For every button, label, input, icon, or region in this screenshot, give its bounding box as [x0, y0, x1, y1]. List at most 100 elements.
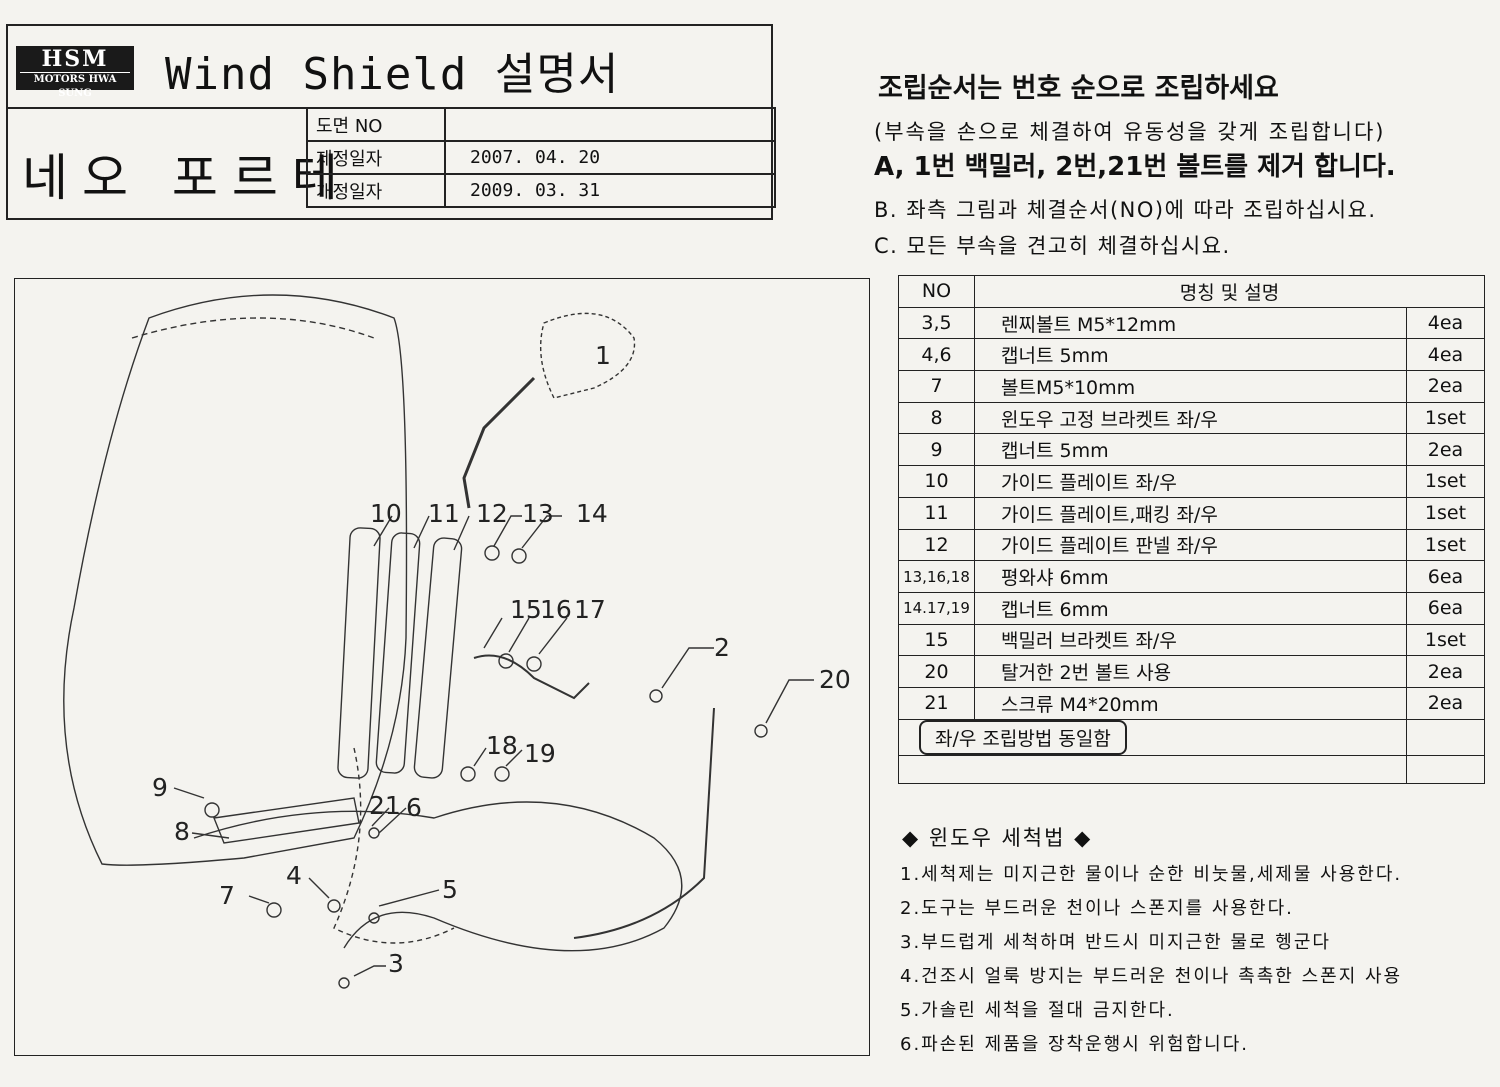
instruction-step-a: A, 1번 백밀러, 2번,21번 볼트를 제거 합니다. — [874, 152, 1396, 182]
capnut-9 — [204, 802, 220, 818]
meta-row: 개정일자 2009. 03. 31 — [306, 173, 776, 208]
part-qty: 1set — [1406, 623, 1485, 657]
empty-cell — [1406, 754, 1485, 784]
leader-17 — [538, 617, 568, 655]
capnut-19 — [494, 766, 510, 782]
part-qty: 4ea — [1406, 338, 1485, 372]
windshield-outline — [63, 294, 408, 866]
instruction-step-b: B. 좌측 그림과 체결순서(NO)에 따라 조립하십시요. — [874, 198, 1377, 222]
part-no: 14.17,19 — [898, 591, 975, 625]
leader-13 — [493, 515, 522, 547]
callout-18: 18 — [486, 731, 518, 760]
meta-label: 개정일자 — [306, 173, 446, 208]
logo-main-text: HSM — [41, 46, 109, 72]
part-no: 15 — [898, 623, 975, 657]
part-name: 백밀러 브라켓트 좌/우 — [974, 623, 1407, 657]
leader-6 — [378, 807, 407, 834]
guide-plate-12 — [413, 537, 463, 779]
callout-14: 14 — [576, 499, 608, 528]
diagram-frame — [14, 278, 870, 1056]
fixing-bracket-8 — [213, 797, 360, 844]
callout-13: 13 — [522, 499, 554, 528]
callout-5: 5 — [442, 875, 458, 904]
instruction-step-c: C. 모든 부속을 견고히 체결하십시요. — [874, 234, 1231, 258]
col-header-name: 명칭 및 설명 — [974, 275, 1485, 308]
part-qty: 2ea — [1406, 655, 1485, 688]
meta-value: 2007. 04. 20 — [444, 140, 776, 175]
list-item: 3.부드럽게 세척하며 반드시 미지근한 물로 헹군다 — [900, 932, 1331, 953]
part-name: 가이드 플레이트,패킹 좌/우 — [974, 496, 1407, 530]
part-name: 스크류 M4*20mm — [974, 686, 1407, 720]
part-no: 10 — [898, 465, 975, 498]
table-row: 좌/우 조립방법 동일함 — [898, 718, 1485, 756]
callout-19: 19 — [524, 739, 556, 768]
callout-8: 8 — [174, 817, 190, 846]
callout-7: 7 — [219, 881, 235, 910]
leader-20 — [765, 679, 814, 724]
meta-value: 2009. 03. 31 — [444, 173, 776, 208]
callout-1: 1 — [595, 341, 611, 370]
callout-21: 21 — [369, 791, 401, 820]
parts-header-row: NO 명칭 및 설명 — [898, 275, 1485, 308]
leader-3 — [353, 965, 386, 977]
part-name: 볼트M5*10mm — [974, 370, 1407, 403]
part-qty: 4ea — [1406, 306, 1485, 340]
meta-row: 제정일자 2007. 04. 20 — [306, 140, 776, 175]
part-qty: 1set — [1406, 401, 1485, 435]
assembly-note-cell: 좌/우 조립방법 동일함 — [898, 718, 1407, 756]
part-qty: 1set — [1406, 528, 1485, 562]
part-no: 7 — [898, 370, 975, 403]
col-header-no: NO — [898, 275, 975, 308]
part-no: 3,5 — [898, 306, 975, 340]
leader-11 — [413, 515, 430, 549]
part-no: 13,16,18 — [898, 560, 975, 593]
leader-21 — [371, 807, 390, 827]
part-qty: 6ea — [1406, 591, 1485, 625]
callout-9: 9 — [152, 773, 168, 802]
part-name: 가이드 플레이트 판넬 좌/우 — [974, 528, 1407, 562]
leader-18 — [473, 747, 487, 767]
part-no: 9 — [898, 433, 975, 467]
empty-cell — [1406, 718, 1485, 756]
washer-18 — [460, 766, 476, 782]
guide-plate-10 — [337, 527, 381, 779]
part-qty: 1set — [1406, 496, 1485, 530]
list-item: 1.세척제는 미지근한 물이나 순한 비눗물,세제물 사용한다. — [900, 864, 1403, 885]
washer-16 — [498, 653, 514, 669]
leader-14 — [521, 515, 562, 549]
logo-sub-text: MOTORS HWA SUNG — [20, 72, 130, 101]
list-item: 2.도구는 부드러운 천이나 스폰지를 사용한다. — [900, 898, 1294, 919]
part-name: 렌찌볼트 M5*12mm — [974, 306, 1407, 340]
leader-4 — [308, 877, 330, 899]
windshield-inner-edge — [131, 317, 375, 339]
list-item: 6.파손된 제품을 장착운행시 위험합니다. — [900, 1034, 1250, 1055]
bolt-5 — [368, 912, 380, 924]
mirror-bracket-15 — [473, 654, 590, 700]
mirror-outline — [539, 312, 636, 399]
leader-10 — [373, 515, 393, 547]
part-qty: 1set — [1406, 465, 1485, 498]
cleaning-title: ◆ 윈도우 세척법 ◆ — [902, 826, 1093, 850]
capnut-17 — [526, 656, 542, 672]
cleaning-list: 1.세척제는 미지근한 물이나 순한 비눗물,세제물 사용한다. 2.도구는 부… — [900, 860, 1402, 1064]
part-name: 캡너트 6mm — [974, 591, 1407, 625]
part-no: 21 — [898, 686, 975, 720]
callout-20: 20 — [819, 665, 851, 694]
part-no: 11 — [898, 496, 975, 530]
list-item: 5.가솔린 세척을 절대 금지한다. — [900, 1000, 1175, 1021]
part-qty: 2ea — [1406, 433, 1485, 467]
meta-label: 제정일자 — [306, 140, 446, 175]
callout-2: 2 — [714, 633, 730, 662]
leader-7 — [248, 895, 270, 904]
capnut-4 — [327, 899, 341, 913]
part-no: 12 — [898, 528, 975, 562]
bolt-7 — [266, 902, 282, 918]
scooter-body-line — [193, 801, 683, 952]
